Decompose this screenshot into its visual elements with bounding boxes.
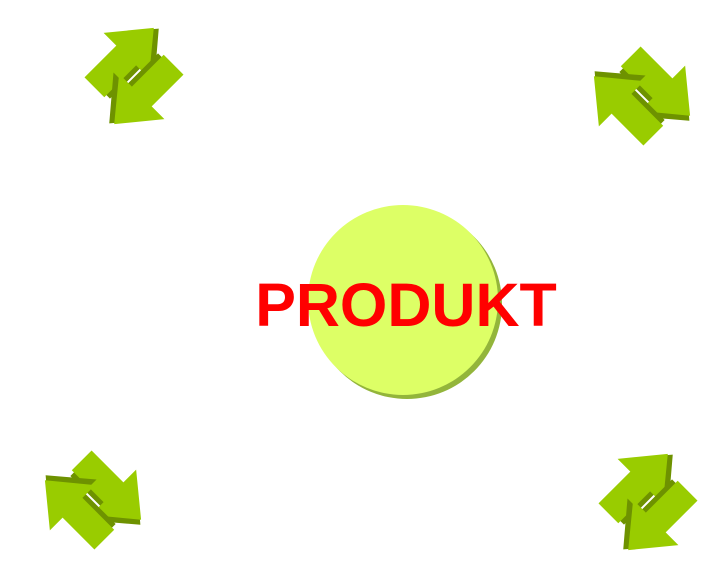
arrow-pair-top-right [569,23,715,169]
center-circle [308,205,498,395]
arrow-pair-bottom-right [575,429,715,574]
two-way-arrows-icon [575,429,715,574]
two-way-arrows-icon [569,23,715,169]
two-way-arrows-icon [20,427,166,573]
center-label: PRODUKT [255,271,557,339]
arrow-pair-bottom-left [20,427,166,573]
arrow-pair-top-left [61,3,207,149]
two-way-arrows-icon [61,3,207,149]
